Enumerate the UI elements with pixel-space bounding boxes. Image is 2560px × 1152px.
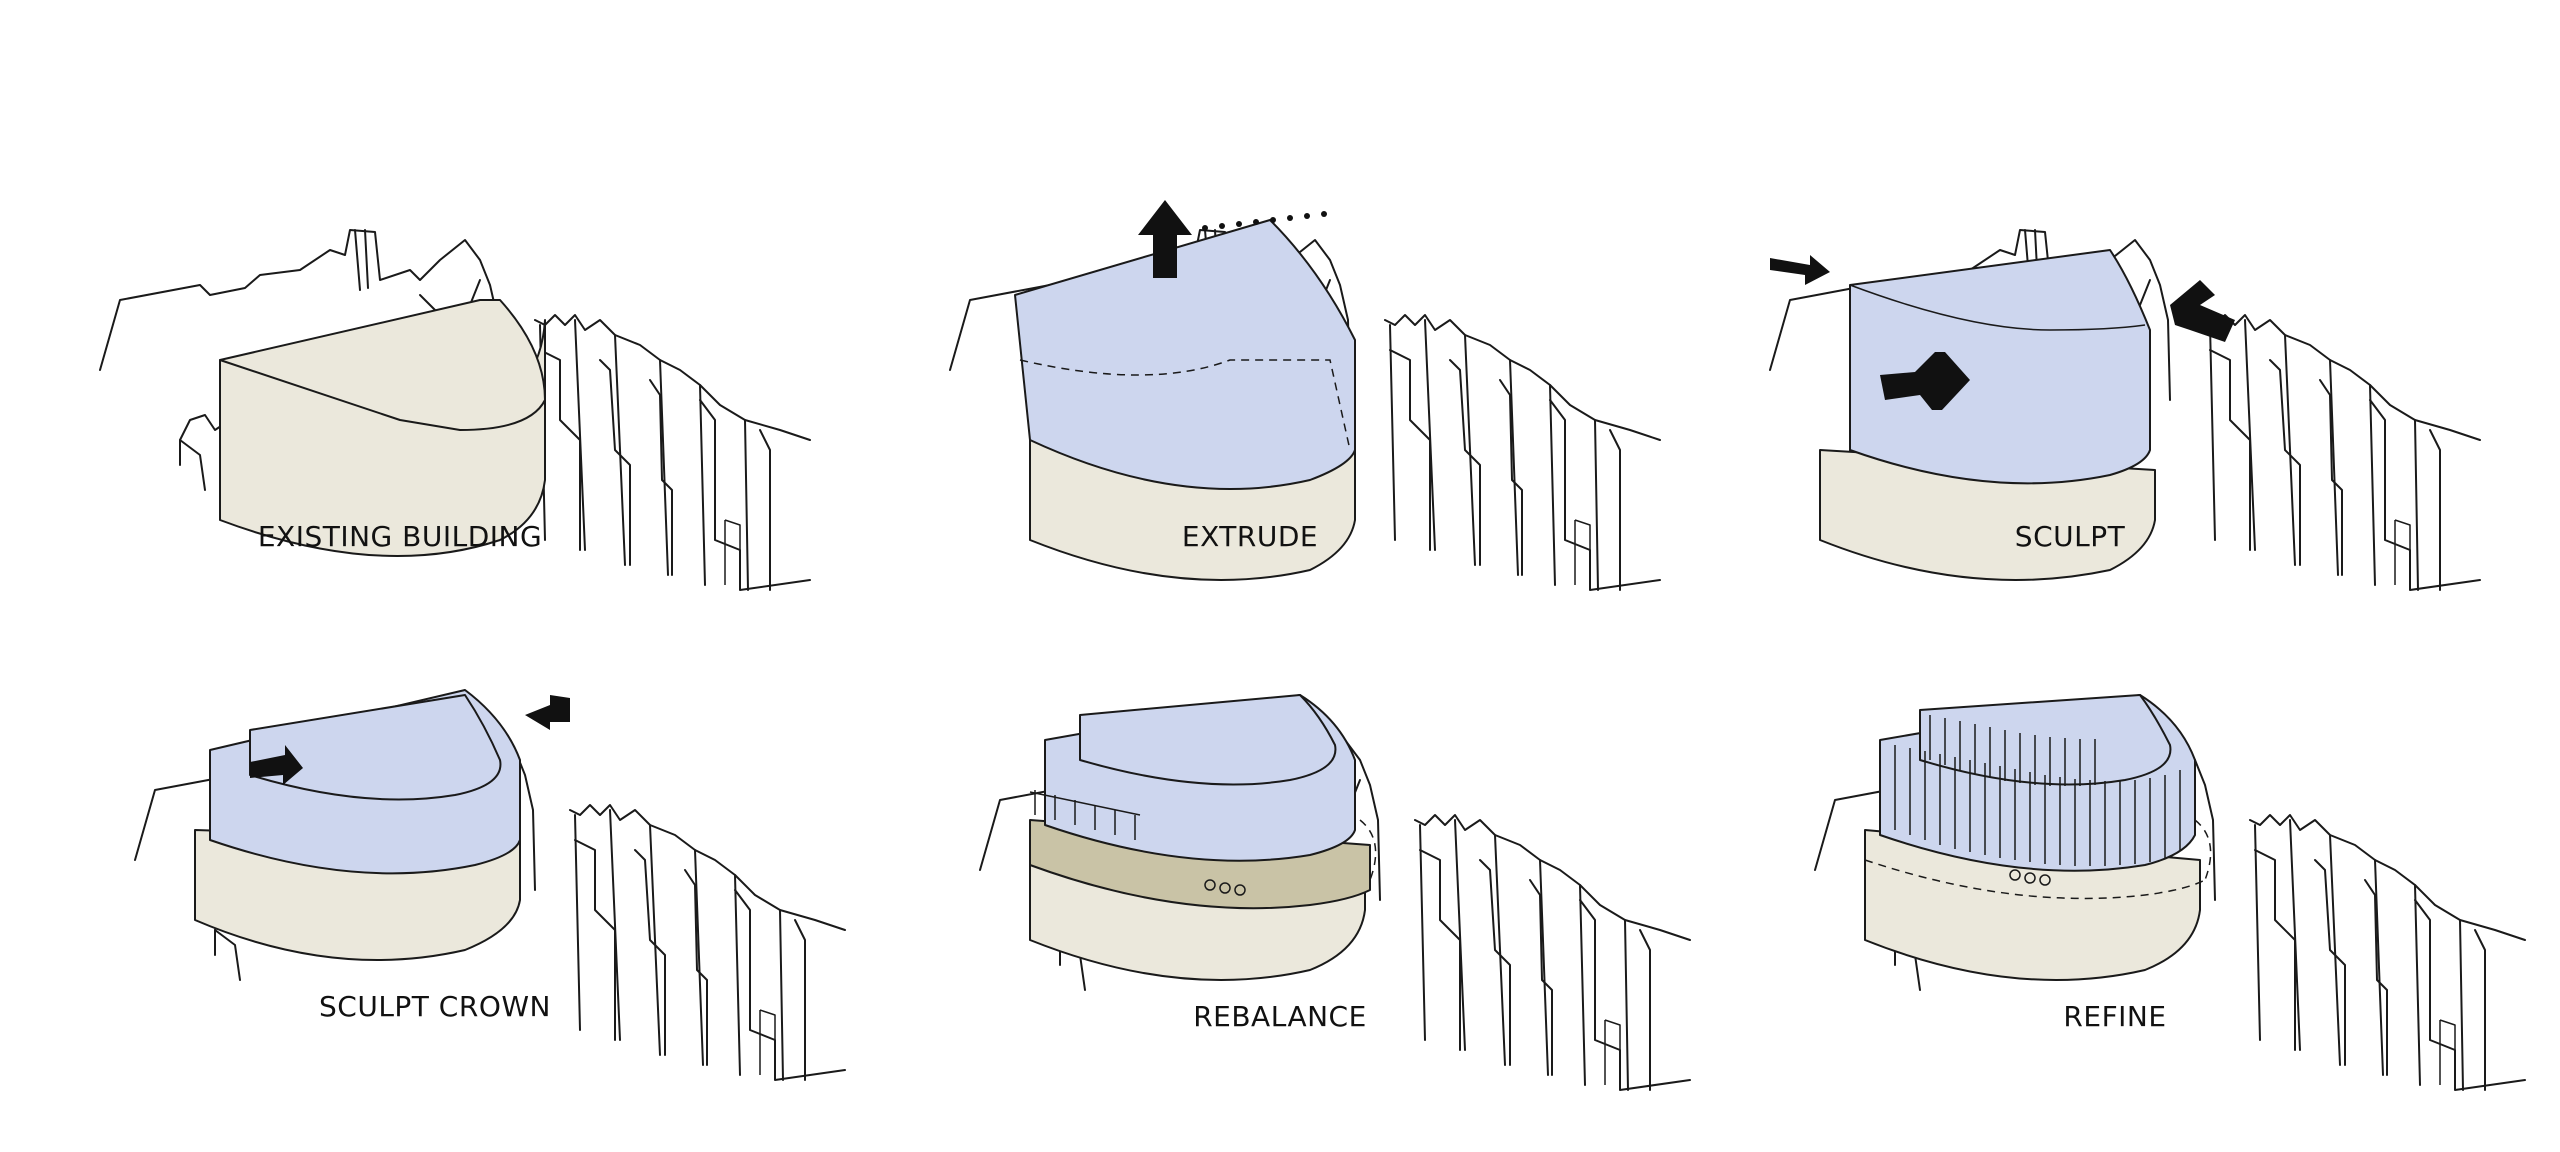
caption-extrude: EXTRUDE: [1181, 520, 1319, 553]
caption-refine: REFINE: [2063, 1000, 2167, 1033]
caption-rebalance: REBALANCE: [1193, 1000, 1367, 1033]
refine-drawing: [1814, 694, 2526, 1091]
sculpt-arrow-top: [1770, 255, 1830, 285]
extrude-up-arrow: [1138, 200, 1192, 278]
sculpt-crown-upper-tier: [249, 694, 502, 801]
rebalance-drawing: [979, 694, 1691, 1091]
panel-extrude: EXTRUDE: [850, 120, 1661, 600]
sculpt-arrow-right: [2170, 280, 2235, 342]
panel-existing-building: EXISTING BUILDING: [0, 120, 811, 600]
sculpt-base-massing: [1819, 449, 2156, 581]
refine-facade-fins: [1894, 715, 2181, 866]
panel-refine: REFINE: [1715, 620, 2526, 1100]
sculpt-crown-arrow-left: [250, 745, 303, 785]
sculpt-crown-drawing: [134, 689, 846, 1081]
sculpt-new-massing: [1849, 249, 2151, 485]
sculpt-drawing: [1769, 229, 2481, 591]
existing-massing-roof: [219, 299, 546, 431]
rebalance-balustrade: [1029, 790, 1141, 840]
panel-rebalance: REBALANCE: [880, 620, 1691, 1100]
extrude-drawing: [949, 200, 1661, 591]
caption-sculpt-crown: SCULPT CROWN: [319, 990, 551, 1023]
refine-upper-tier: [1919, 694, 2172, 786]
sculpt-crown-arrow-right: [525, 695, 570, 730]
existing-building-drawing: [99, 229, 811, 591]
panel-sculpt: SCULPT: [1670, 120, 2481, 600]
caption-existing-building: EXISTING BUILDING: [257, 520, 543, 553]
panel-sculpt-crown: SCULPT CROWN: [35, 610, 846, 1090]
sculpt-arrow-left: [1880, 352, 1970, 410]
extrude-height-dotline: [1202, 211, 1327, 231]
rebalance-upper-tier: [1079, 694, 1337, 786]
extrude-new-massing: [1014, 219, 1356, 490]
caption-sculpt: SCULPT: [2014, 520, 2126, 553]
